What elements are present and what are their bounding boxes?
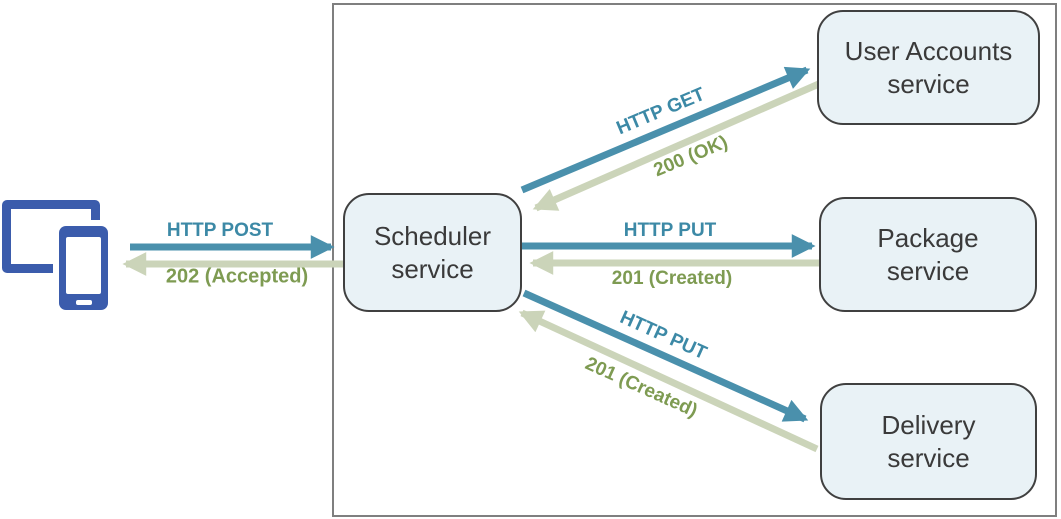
user-accounts-service-label: User Accounts service — [844, 36, 1013, 99]
scheduler-service-label: Scheduler service — [373, 221, 492, 284]
client-devices-icon — [0, 195, 120, 320]
response-202-label: 202 (Accepted) — [165, 265, 309, 288]
scheduler-service-node: Scheduler service — [343, 193, 522, 312]
phone-icon — [59, 226, 108, 310]
http-put-package-label: HTTP PUT — [623, 220, 717, 241]
user-accounts-service-node: User Accounts service — [817, 10, 1040, 125]
package-service-label: Package service — [877, 223, 979, 286]
package-service-node: Package service — [819, 197, 1037, 312]
http-post-label: HTTP POST — [166, 220, 274, 241]
delivery-service-label: Delivery service — [881, 410, 976, 473]
delivery-service-node: Delivery service — [820, 383, 1037, 500]
response-201-package-label: 201 (Created) — [611, 268, 733, 289]
phone-screen — [66, 237, 101, 294]
phone-home-button — [75, 300, 92, 305]
